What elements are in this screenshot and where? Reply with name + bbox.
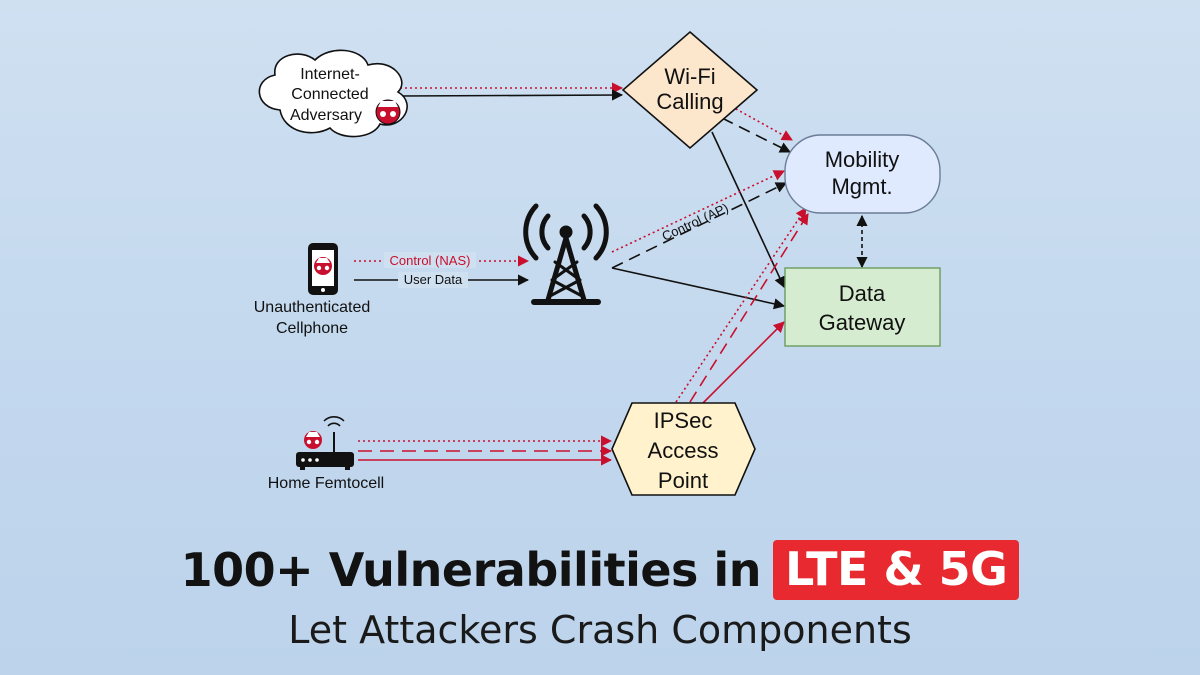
user-data-label: User Data [404, 272, 463, 287]
cellphone-icon [308, 243, 338, 295]
mobility-label-line2: Mgmt. [831, 174, 892, 199]
edge-tower-mobility-dashed [611, 182, 788, 269]
headline-highlight: LTE & 5G [772, 540, 1020, 600]
headline: 100+ Vulnerabilities in LTE & 5G [181, 540, 1020, 600]
wifi-calling-node: Wi-Fi Calling [621, 30, 759, 150]
adversary-label-line3: Adversary [290, 107, 362, 124]
cellphone-label-line1: Unauthenticated [254, 299, 371, 316]
edge-ipsec-mobility-control [675, 207, 807, 403]
user-data-label-bg [398, 272, 468, 288]
headline-container: 100+ Vulnerabilities in LTE & 5G [0, 540, 1200, 600]
mobility-label-line1: Mobility [825, 147, 900, 172]
cellphone-label-line2: Cellphone [276, 320, 348, 337]
gateway-label-line1: Data [839, 281, 886, 306]
network-diagram: Control (NAS) User Data Control (AP) Int… [254, 30, 941, 496]
femtocell-label: Home Femtocell [268, 475, 384, 492]
mobility-mgmt-node: Mobility Mgmt. [784, 134, 941, 214]
edge-adversary-wifi-data [399, 89, 624, 101]
edge-wifi-mobility-control [726, 103, 793, 141]
edge-wifi-gateway-data [711, 131, 785, 289]
adversary-label-line2: Connected [291, 86, 368, 103]
control-nas-label-bg [384, 252, 476, 268]
control-nas-label: Control (NAS) [390, 253, 471, 268]
subheadline: Let Attackers Crash Components [288, 608, 912, 652]
adversary-label-line1: Internet- [300, 66, 360, 83]
data-gateway-node: Data Gateway [784, 267, 941, 347]
router-icon [296, 416, 354, 470]
headline-main: 100+ Vulnerabilities in [180, 543, 762, 597]
wifi-label-line2: Calling [656, 89, 723, 114]
gateway-label-line2: Gateway [819, 310, 906, 335]
adversary-cloud: Internet- Connected Adversary [258, 49, 408, 138]
cell-tower-icon [523, 203, 609, 305]
edge-ipsec-gateway-data [701, 321, 785, 405]
edge-tower-gateway-data [611, 267, 786, 310]
edge-tower-mobility-control [611, 170, 786, 253]
spy-icon [375, 99, 401, 125]
wifi-label-line1: Wi-Fi [664, 64, 715, 89]
edge-wifi-mobility-dashed [721, 117, 792, 153]
ipsec-label-line3: Point [658, 468, 708, 493]
ipsec-access-point-node: IPSec Access Point [611, 402, 756, 496]
ipsec-label-line1: IPSec [654, 408, 713, 433]
ipsec-label-line2: Access [648, 438, 719, 463]
control-ap-label: Control (AP) [660, 200, 731, 244]
